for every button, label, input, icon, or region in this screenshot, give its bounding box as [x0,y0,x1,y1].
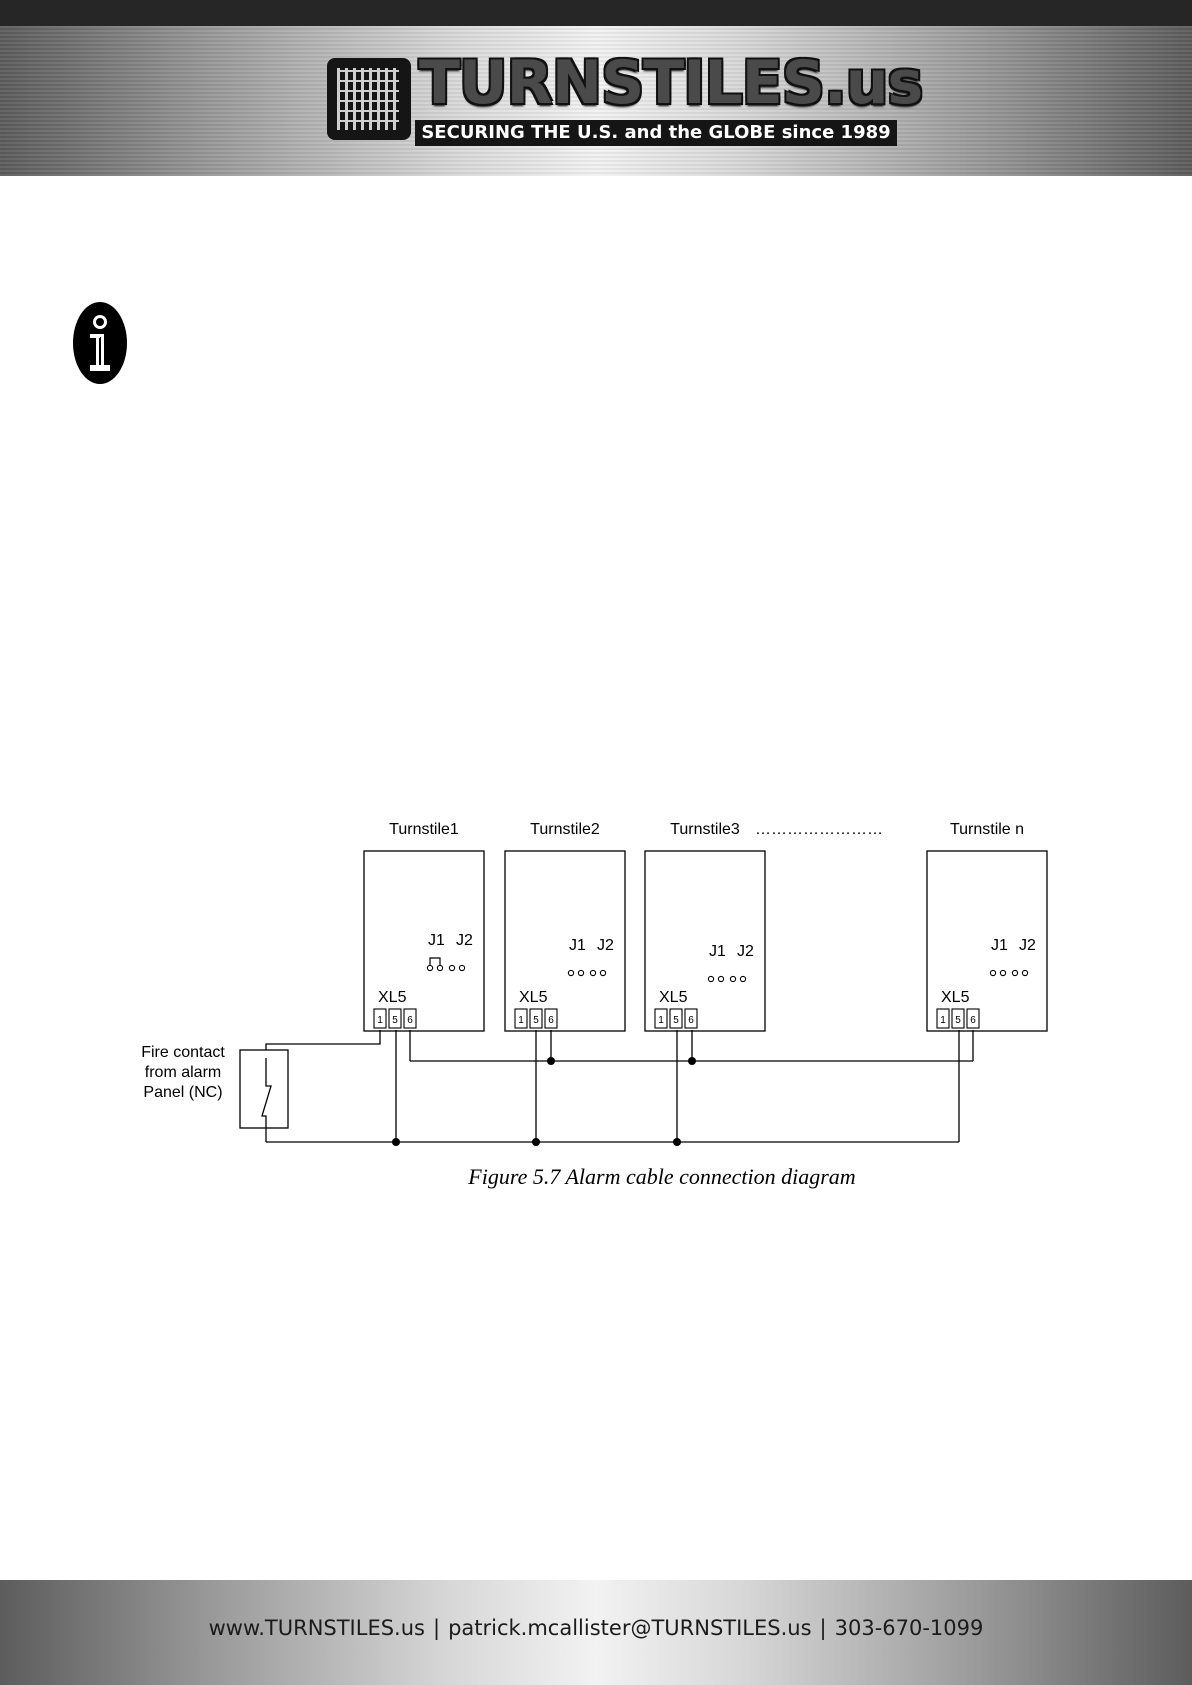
terminal-box [936,1008,950,1029]
wire-fire-contact-to-terminal-1 [265,1030,381,1050]
jumper-bridge [429,957,441,965]
jumper-pin [567,969,575,977]
jumper-j1-label: J1 [569,937,586,954]
jumper-j2-label: J2 [597,937,614,954]
jumper-pin [739,975,747,983]
footer-separator: | [432,1616,441,1640]
jumper-j1-label: J1 [709,943,726,960]
terminal-box [951,1008,965,1029]
top-strip [0,0,1192,26]
footer-separator: | [819,1616,827,1640]
turnstile-label: Turnstile n [950,821,1024,838]
junction-dot [532,1138,540,1146]
junction-dot [688,1057,696,1065]
junction-dot [392,1138,400,1146]
terminal-number: 5 [673,1015,679,1026]
jumper-j1-label: J1 [428,932,445,949]
terminal-number: 5 [392,1015,398,1026]
jumper-j1-label: J1 [991,937,1008,954]
jumper-pin [589,969,597,977]
jumper-pin [717,975,725,983]
jumper-j2-label: J2 [456,932,473,949]
turnstile-ellipsis: …………………… [755,821,883,838]
jumper-pin [458,964,466,972]
turnstile-label: Turnstile1 [389,821,459,838]
page-header: TURNSTILES.us SECURING THE U.S. and the … [0,26,1192,176]
info-icon [73,302,127,384]
turnstile-label: Turnstile2 [530,821,600,838]
fire-contact-label-line-1: Fire contact [141,1044,225,1061]
jumper-pin [436,964,444,972]
connector-xl5-label: XL5 [941,989,970,1006]
jumper-pin [577,969,585,977]
jumper-j2-label: J2 [1019,937,1036,954]
company-logo: TURNSTILES.us SECURING THE U.S. and the … [327,48,923,170]
footer-contact: www.TURNSTILES.us | patrick.mcallister@TUR… [0,1616,1192,1640]
jumper-pin [707,975,715,983]
fire-contact-switch [239,1049,289,1129]
footer-phone: 303-670-1099 [834,1616,984,1640]
jumper-pin [448,964,456,972]
terminal-box [654,1008,668,1029]
controller-board [504,850,626,1032]
page-footer: www.TURNSTILES.us | patrick.mcallister@TUR… [0,1580,1192,1685]
controller-board [363,850,485,1032]
figure-caption: Figure 5.7 Alarm cable connection diagra… [467,1164,855,1189]
jumper-pin [729,975,737,983]
terminal-number: 1 [940,1015,946,1026]
logo-brand-name: TURNSTILES.us [419,48,923,118]
terminal-box [966,1008,980,1029]
jumper-j2-label: J2 [737,943,754,960]
terminal-number: 6 [970,1015,976,1026]
jumper-pin [989,969,997,977]
jumper-pin [1011,969,1019,977]
terminal-box [544,1008,558,1029]
connector-xl5-label: XL5 [659,989,688,1006]
terminal-box [514,1008,528,1029]
controller-board [926,850,1048,1032]
jumper-pin [426,964,434,972]
fire-contact-label-line-3: Panel (NC) [143,1084,222,1101]
terminal-number: 6 [688,1015,694,1026]
terminal-box [388,1008,402,1029]
controller-board [644,850,766,1032]
fire-contact-label-line-2: from alarm [145,1064,221,1081]
terminal-number: 1 [377,1015,383,1026]
terminal-box [373,1008,387,1029]
junction-dot [673,1138,681,1146]
terminal-box [403,1008,417,1029]
jumper-pin [1021,969,1029,977]
footer-email-link[interactable]: patrick.mcallister@TURNSTILES.us [448,1616,812,1640]
terminal-box [684,1008,698,1029]
terminal-number: 1 [658,1015,664,1026]
terminal-number: 6 [548,1015,554,1026]
terminal-number: 6 [407,1015,413,1026]
jumper-pin [599,969,607,977]
connector-xl5-label: XL5 [378,989,407,1006]
terminal-number: 1 [518,1015,524,1026]
jumper-pin [999,969,1007,977]
terminal-box [669,1008,683,1029]
connector-xl5-label: XL5 [519,989,548,1006]
logo-tagline: SECURING THE U.S. and the GLOBE since 19… [415,120,897,146]
turnstile-emblem-icon [327,58,411,140]
footer-website-link[interactable]: www.TURNSTILES.us [208,1616,425,1640]
terminal-box [529,1008,543,1029]
junction-dot [547,1057,555,1065]
terminal-number: 5 [533,1015,539,1026]
turnstile-label: Turnstile3 [670,821,740,838]
terminal-number: 5 [955,1015,961,1026]
